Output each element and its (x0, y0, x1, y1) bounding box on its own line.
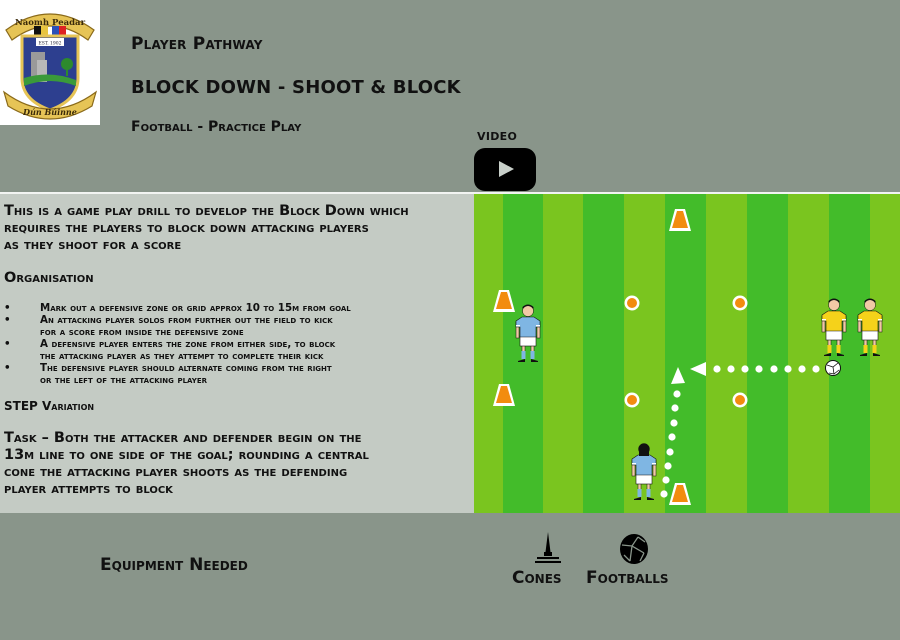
list-item-line: the attacking player as they attempt to … (40, 350, 324, 362)
cone-icon (493, 384, 515, 406)
play-icon (499, 161, 514, 177)
crest-bottom-text: Dún Búinne (22, 107, 77, 117)
cone-icon (669, 209, 691, 231)
bullet-dot: • (4, 302, 11, 314)
list-item-line: or the left of the attacking player (40, 374, 208, 386)
section-divider (0, 192, 900, 194)
pitch-stripe (474, 194, 503, 513)
list-item-line: A defensive player enters the zone from … (40, 338, 336, 350)
pitch-stripe (870, 194, 900, 513)
page-title: BLOCK DOWN - SHOOT & BLOCK (131, 77, 461, 98)
bullet-dot: • (4, 362, 11, 374)
bullet-dot: • (4, 338, 11, 350)
list-item: • The defensive player should alternate … (4, 362, 351, 386)
intro-text: This is a game play drill to develop the… (4, 203, 409, 254)
arrow-up-icon (671, 367, 685, 384)
list-item: • A defensive player enters the zone fro… (4, 338, 351, 362)
cone-icon (493, 290, 515, 312)
equipment-item-cones: Cones (512, 568, 562, 588)
task-line: cone the attacking player shoots as the … (4, 464, 348, 480)
equipment-item-footballs: Footballs (586, 568, 669, 588)
drill-diagram (474, 194, 900, 513)
pitch-stripe (747, 194, 788, 513)
crest-est-text: EST. 1902 (38, 41, 61, 47)
cone-icon (669, 483, 691, 505)
pitch-svg (474, 194, 900, 513)
list-item-line: Mark out a defensive zone or grid approx… (40, 302, 351, 314)
pitch-stripe (665, 194, 706, 513)
player-run-path (660, 367, 685, 498)
football-icon (620, 534, 648, 564)
arrow-left-icon (690, 362, 706, 376)
disc-marker-icon (624, 295, 640, 311)
disc-marker-icon (624, 392, 640, 408)
list-item-line: for a score from inside the defensive zo… (40, 326, 244, 338)
video-label: VIDEO (477, 130, 518, 143)
organisation-heading: Organisation (4, 270, 94, 286)
video-play-button[interactable] (474, 148, 536, 191)
page-category: Player Pathway (131, 34, 263, 54)
task-line: Task – Both the attacker and defender be… (4, 430, 362, 446)
intro-line: as they shoot for a score (4, 237, 182, 253)
intro-line: This is a game play drill to develop the… (4, 203, 409, 219)
list-item-line: An attacking player solos from further o… (40, 314, 333, 326)
drill-description-panel: This is a game play drill to develop the… (0, 194, 474, 513)
pitch-stripe (583, 194, 624, 513)
list-item: • An attacking player solos from further… (4, 314, 351, 338)
waiting-player-icon (821, 298, 847, 356)
equipment-heading: Equipment Needed (100, 555, 248, 575)
organisation-list: • Mark out a defensive zone or grid appr… (4, 302, 351, 386)
waiting-player-icon (857, 298, 883, 356)
pitch-stripes (474, 194, 900, 513)
bullet-dot: • (4, 314, 11, 326)
crest-top-text: Naomh Peadar (15, 18, 86, 28)
disc-marker-icon (732, 392, 748, 408)
attacking-player-icon (515, 304, 541, 362)
cone-icon (535, 532, 561, 563)
defending-player-icon (631, 443, 657, 500)
ball-pass-path (690, 362, 820, 376)
disc-marker-icon (732, 295, 748, 311)
football-icon (825, 360, 841, 376)
list-item-line: The defensive player should alternate co… (40, 362, 332, 374)
pitch-stripe (788, 194, 829, 513)
task-line: player attempts to block (4, 481, 173, 497)
page-subtitle: Football - Practice Play (131, 119, 302, 135)
crest-icon: Naomh Peadar EST. 1902 Dún Búinne (0, 0, 100, 125)
task-text: Task – Both the attacker and defender be… (4, 430, 369, 498)
intro-line: requires the players to block down attac… (4, 220, 369, 236)
pitch-stripe (829, 194, 870, 513)
task-line: 13m line to one side of the goal; roundi… (4, 447, 369, 463)
club-crest-logo: Naomh Peadar EST. 1902 Dún Búinne (0, 0, 100, 125)
pitch-stripe (543, 194, 583, 513)
step-variation-heading: STEP Variation (4, 399, 95, 413)
pitch-stripe (706, 194, 747, 513)
list-item: • Mark out a defensive zone or grid appr… (4, 302, 351, 314)
